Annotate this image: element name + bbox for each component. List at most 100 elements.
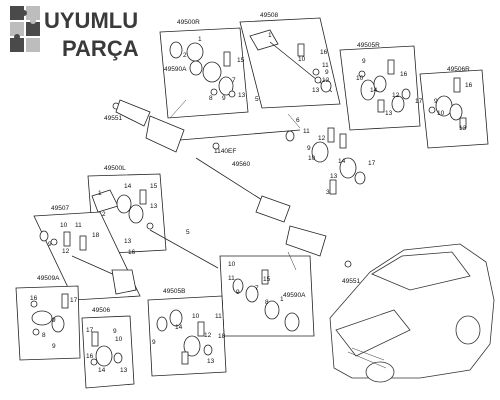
logo-line2: PARÇA	[62, 36, 139, 61]
label-lower-1: 1	[280, 296, 284, 303]
label-main-5-bottom: 5	[186, 229, 190, 236]
label-49508-12: 12	[322, 77, 330, 84]
label-lower-10: 10	[228, 261, 236, 268]
label-49500l-2: 2	[102, 211, 106, 218]
label-49506r-16: 16	[465, 82, 473, 89]
label-box-49509a: 49509A	[37, 275, 60, 282]
puzzle-logo-icon	[10, 6, 40, 52]
label-box-49505r: 49505R	[357, 42, 380, 49]
label-49505r-10: 10	[356, 75, 364, 82]
label-49500l-13: 13	[150, 203, 158, 210]
label-lower-11: 11	[228, 275, 235, 282]
label-49500r-2: 2	[183, 52, 187, 59]
label-main-17-a: 17	[368, 160, 376, 167]
logo-line1: UYUMLU	[44, 8, 138, 33]
label-main-3-a: 3	[326, 189, 330, 196]
main-shaft-top	[112, 99, 366, 195]
label-lower-15: 15	[263, 276, 271, 283]
panel-49505b	[147, 295, 227, 377]
label-49509a-16: 16	[30, 295, 38, 302]
label-main-13-a: 13	[330, 173, 338, 180]
intermediate-shaft-49560	[195, 142, 291, 223]
parts-49505b	[156, 309, 213, 365]
label-lower-7: 7	[255, 285, 259, 292]
label-main-9-a: 9	[307, 145, 311, 152]
label-49508-16: 16	[320, 49, 328, 56]
label-49505b-9: 9	[152, 339, 156, 346]
label-box-49508: 49508	[260, 12, 278, 19]
label-main-1140ef: 1140EF	[214, 148, 236, 155]
label-49507-12: 12	[62, 248, 70, 255]
label-49505b-14: 14	[175, 324, 183, 331]
label-49505b-13: 13	[207, 358, 215, 365]
label-box-49507: 49507	[51, 205, 69, 212]
brand-logo: UYUMLU PARÇA	[10, 6, 139, 61]
label-49508-10: 10	[298, 56, 306, 63]
label-49505r-12: 12	[392, 92, 400, 99]
label-main-14-a: 14	[338, 158, 346, 165]
label-box-49505b: 49505B	[163, 288, 185, 295]
label-49506r-13: 13	[459, 125, 467, 132]
parts-49500r	[169, 41, 236, 98]
label-49508-13: 13	[312, 87, 320, 94]
label-49508-11: 11	[322, 62, 329, 69]
parts-49509a	[30, 293, 69, 336]
parts-49508	[249, 29, 333, 93]
label-box-49506: 49506	[92, 307, 110, 314]
label-49500l-14: 14	[124, 183, 132, 190]
label-49506r-17: 17	[415, 98, 423, 105]
label-49506-9: 9	[113, 328, 117, 335]
label-49507-9: 9	[48, 241, 52, 248]
label-49507-10: 10	[60, 222, 68, 229]
label-49507-16: 16	[128, 249, 136, 256]
parts-49506	[90, 331, 123, 367]
label-49506-13: 13	[120, 367, 128, 374]
label-lower-8: 8	[265, 299, 269, 306]
label-49505r-13: 13	[385, 110, 393, 117]
label-box-49500l: 49500L	[104, 165, 126, 172]
label-box-49506r: 49506R	[447, 66, 470, 73]
label-49505r-16: 16	[400, 71, 408, 78]
label-49506-14: 14	[98, 367, 106, 374]
label-49500r-7: 7	[232, 77, 236, 84]
label-49509a-9: 9	[52, 317, 56, 324]
label-49500r-8: 8	[209, 95, 213, 102]
label-main-5-top: 5	[255, 96, 259, 103]
label-main-12-a: 12	[318, 135, 326, 142]
label-lower-49590a: 49590A	[283, 292, 306, 299]
label-49508-9: 9	[325, 69, 329, 76]
label-49509a-8: 8	[42, 332, 46, 339]
label-main-11-a: 11	[303, 128, 310, 135]
label-49505r-14: 14	[370, 87, 378, 94]
shaft-5-left	[149, 229, 219, 269]
label-49506r-9: 9	[434, 98, 438, 105]
label-49500l-15: 15	[150, 183, 158, 190]
label-49500r-49590a: 49590A	[164, 66, 187, 73]
label-main-10-a: 10	[308, 155, 316, 162]
label-49500r-1: 1	[198, 36, 202, 43]
main-shaft-lower	[232, 225, 352, 332]
label-49500l-1: 1	[98, 190, 102, 197]
label-49508-1: 1	[268, 32, 272, 39]
vehicle-illustration	[329, 243, 495, 383]
label-49505b-10: 10	[192, 313, 200, 320]
label-main-6: 6	[296, 117, 300, 124]
label-49500r-15: 15	[237, 57, 245, 64]
label-49506r-10: 10	[437, 110, 445, 117]
label-main-49560: 49560	[232, 161, 250, 168]
parts-49506r	[428, 77, 467, 129]
parts-49507	[39, 230, 137, 295]
parts-49505r	[358, 59, 411, 113]
label-49506-17: 17	[86, 327, 94, 334]
label-box-49500r: 49500R	[177, 19, 200, 26]
label-49506-10: 10	[115, 336, 123, 343]
parts-49500l	[91, 189, 154, 230]
label-lower-49551: 49551	[342, 278, 360, 285]
label-49500r-9: 9	[222, 95, 226, 102]
label-49509a-17: 17	[70, 297, 78, 304]
label-lower-9: 9	[236, 289, 240, 296]
label-49505b-18: 18	[218, 333, 226, 340]
label-49500r-13: 13	[238, 92, 246, 99]
